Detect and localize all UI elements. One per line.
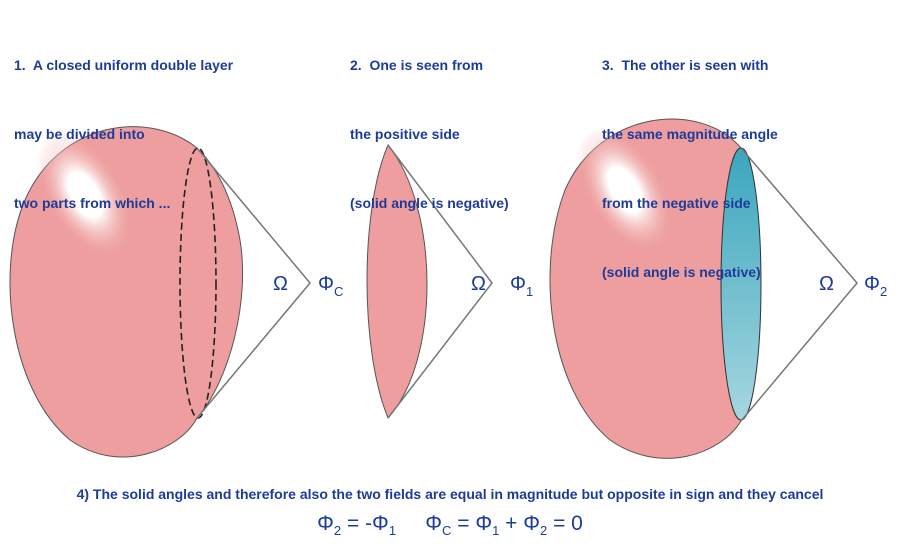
caption-line: the positive side [350,126,460,142]
caption-step-2: 2. One is seen from the positive side (s… [350,8,509,238]
highlight [565,120,685,260]
caption-line: (solid angle is negative) [350,195,509,211]
caption-line: 2. One is seen from [350,57,484,73]
eq-term: Φ [317,512,334,535]
negative-side-body [549,118,858,459]
positive-side-cap [366,144,493,419]
caption-line: two parts from which ... [14,195,171,211]
closed-double-layer [9,125,311,458]
phi-c-label: ΦC [318,273,343,299]
solid-angle-cone [740,147,858,422]
eq-sub: 1 [388,523,397,539]
subscript: C [334,284,343,299]
omega-label: Ω [819,273,834,295]
conclusion-note: 4) The solid angles and therefore also t… [76,486,824,502]
phi-symbol: Φ [510,273,526,295]
phi-1-label: Φ1 [510,273,533,299]
phi-symbol: Φ [864,273,880,295]
highlight [25,125,145,265]
solid-angle-cone [196,147,311,419]
phi-2-label: Φ2 [864,273,887,299]
eq-sub: 2 [333,523,342,539]
caption-step-1: 1. A closed uniform double layer may be … [14,8,233,238]
eq-term: = 0 [547,512,583,535]
eq-term: Φ [425,512,442,535]
caption-line: may be divided into [14,126,145,142]
caption-line: 3. The other is seen with [602,57,769,73]
solid-angle-cone [387,144,493,419]
eq-sub: C [442,523,452,539]
phi-symbol: Φ [318,273,334,295]
caption-line: (solid angle is negative) [602,264,761,280]
eq-term: + Φ [499,512,540,535]
eq-sub: 2 [540,523,548,539]
caption-line: from the negative side [602,195,751,211]
caption-line: the same magnitude angle [602,126,778,142]
eq-term: = Φ [451,512,493,535]
subscript: 1 [526,284,533,299]
dividing-curve [179,147,217,419]
omega-label: Ω [273,273,288,295]
eq-sub: 1 [492,523,500,539]
caption-step-3: 3. The other is seen with the same magni… [602,8,778,307]
omega-label: Ω [471,273,486,295]
equation: Φ2 = -Φ1 ΦC = Φ1 + Φ2 = 0 [0,512,900,538]
caption-line: 1. A closed uniform double layer [14,57,234,73]
subscript: 2 [880,284,887,299]
eq-term: = -Φ [341,512,389,535]
